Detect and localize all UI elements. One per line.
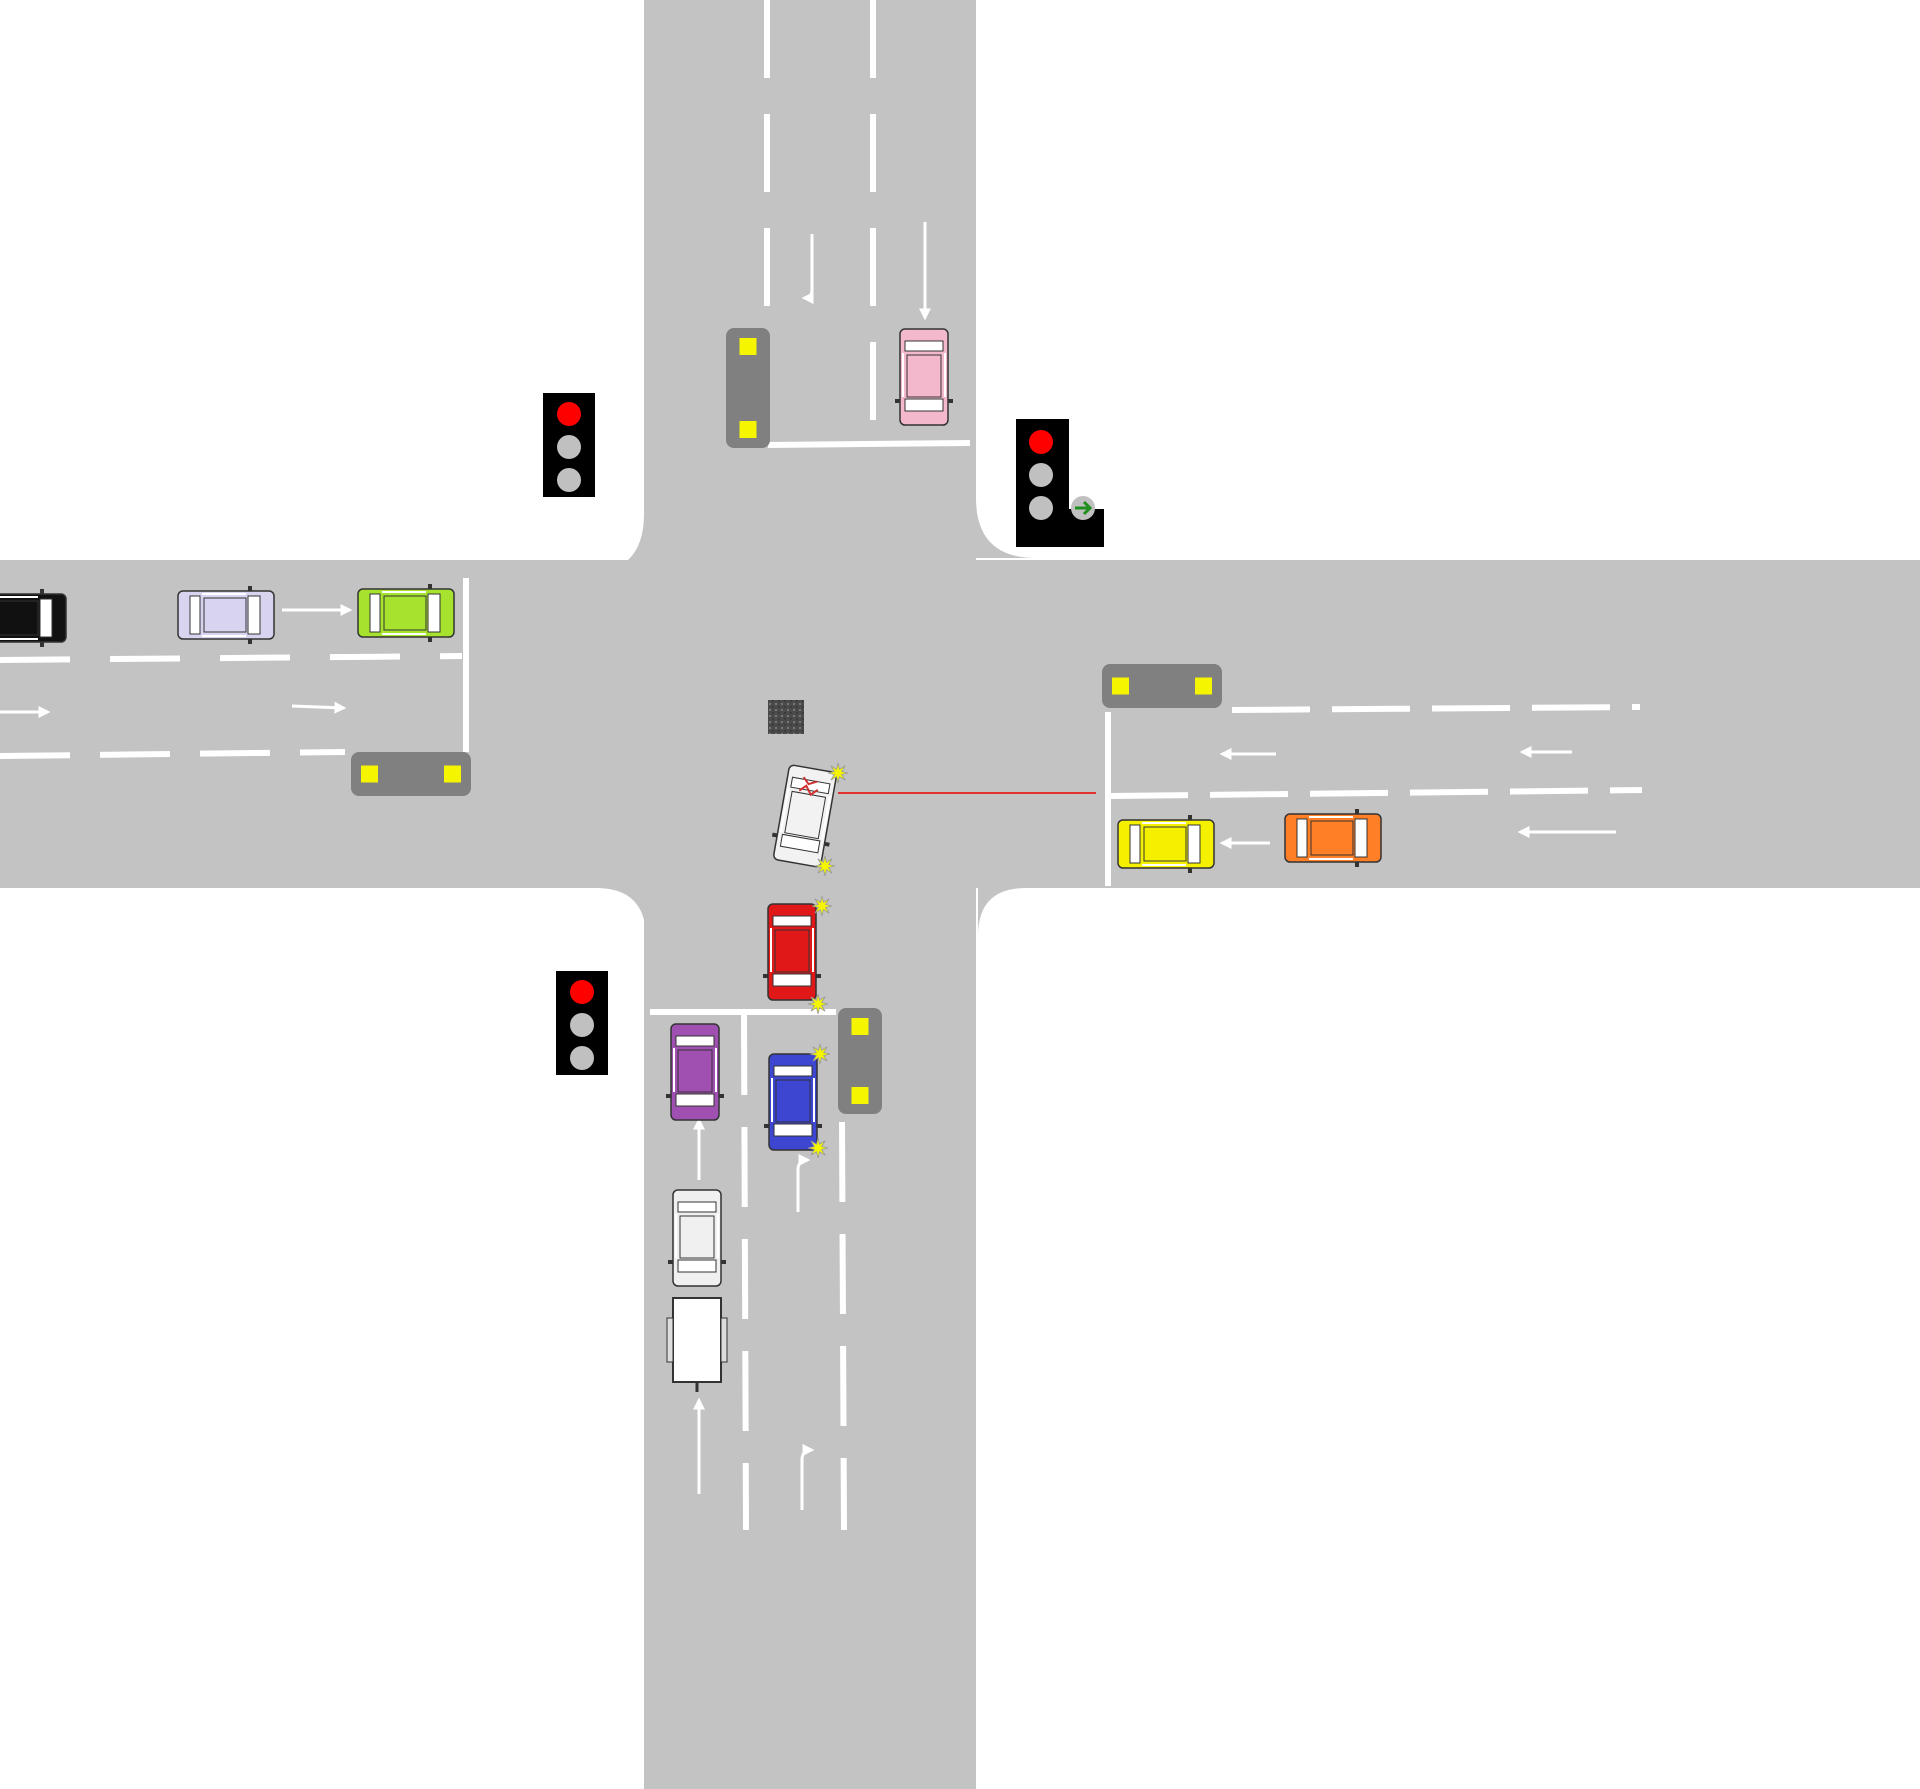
impact-star-icon [807,1137,829,1159]
vehicle-lime [357,584,455,642]
pedestrian-island-icon [351,752,471,796]
manhole-icon [768,700,804,734]
impact-star-icon [814,855,836,877]
lane-line-east-1 [1231,704,1641,713]
traffic-light-icon [554,969,610,1077]
vehicle-lavender [177,586,275,644]
vehicle-white-damaged [771,764,837,868]
vehicle-orange [1284,809,1382,867]
lane-line-west-1 [0,653,463,663]
pedestrian-islands [351,328,1222,1114]
corner-fillet-se [978,888,1026,936]
lane-line-west-2 [0,749,346,759]
lane-arrow-icon [291,701,347,714]
vehicle-yellow [1117,815,1215,873]
lane-line-east-2 [1109,787,1643,799]
vehicle-pink [895,328,953,426]
corner-fillet-ne [976,498,1036,558]
corner-fillet-sw [596,888,646,938]
vehicle-purple [666,1023,724,1121]
corner-fillet-nw [584,514,644,574]
pedestrian-island-icon [726,328,770,448]
impact-markers [807,762,849,1159]
pedestrian-island-icon [1102,664,1222,708]
impact-star-icon [807,993,829,1015]
lane-arrow-icon [800,1444,815,1510]
pedestrian-island-icon [838,1008,882,1114]
lane-arrow-icon [796,1154,811,1212]
traffic-light-with-right-arrow-icon [1014,417,1106,549]
lane-markings [0,0,1643,1531]
vehicles [0,328,1382,1392]
impact-star-icon [809,1043,831,1065]
vehicle-white-trailer [666,1297,728,1392]
impact-star-icon [811,895,833,917]
vehicle-blue [764,1053,822,1151]
vehicle-red [763,903,821,1001]
lane-arrows [0,222,1616,1510]
stop-line-north [767,440,971,448]
impact-star-icon [827,762,849,784]
lane-arrow-icon [801,234,814,304]
lane-line-south-2 [839,1121,847,1531]
vehicle-black [0,589,67,647]
traffic-signals [541,391,1106,1077]
vehicle-silver [668,1189,726,1287]
lane-line-south-1 [741,1014,749,1531]
traffic-light-icon [541,391,597,499]
